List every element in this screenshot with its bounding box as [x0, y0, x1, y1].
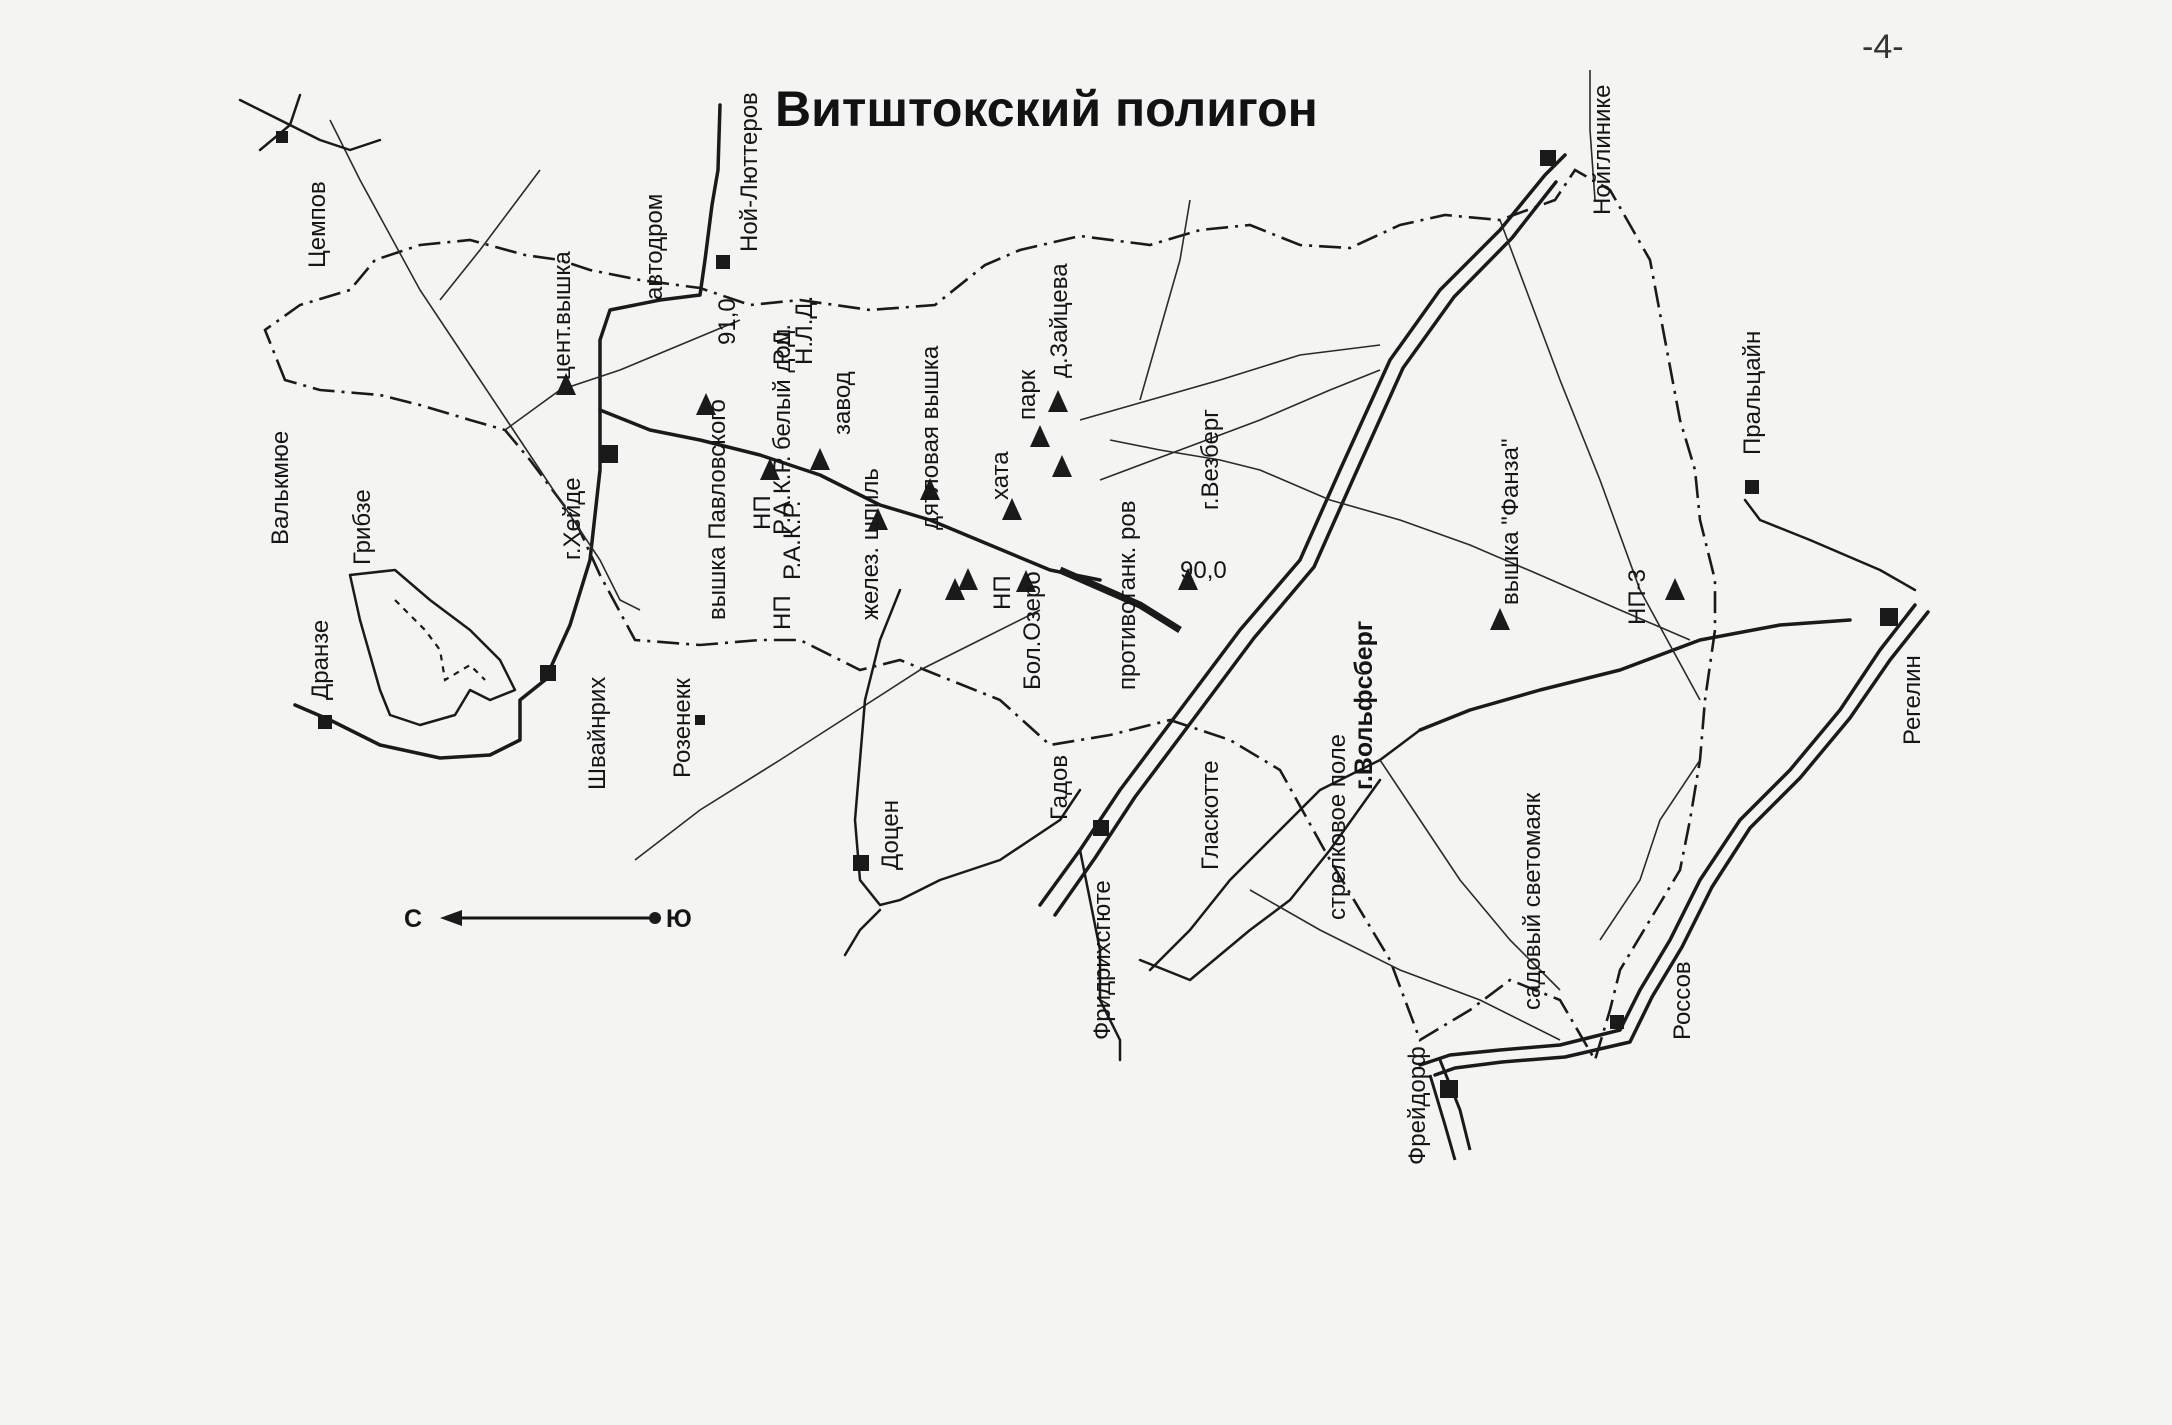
- label-vezberg: г.Везберг: [1197, 409, 1224, 510]
- label-avtodrom: автодром: [641, 194, 668, 300]
- line-sodovy: [1249, 889, 1561, 1041]
- label-d-zaitseva: д.Зайцева: [1046, 263, 1073, 378]
- label-bol-ozero: Бол.Озеро: [1019, 571, 1046, 690]
- lake-path: [394, 599, 486, 682]
- road-glaskotte: [1148, 728, 1422, 972]
- label-pavlovsky-tower: вышка Павловского: [704, 399, 731, 620]
- label-protivotank: противотанк. ров: [1114, 501, 1141, 690]
- line-cross-1: [439, 169, 541, 301]
- line-rossov: [1599, 759, 1701, 941]
- road-frederdorf-2: [1428, 1074, 1457, 1161]
- compass-arrow: С Ю: [404, 905, 692, 933]
- tank-ditch: [1058, 566, 1182, 633]
- line-east-1: [1099, 369, 1381, 481]
- page-number: -4-: [1862, 28, 1904, 66]
- road-regeln-south: [1418, 603, 1917, 1067]
- label-grinze: Грибзе: [349, 489, 376, 565]
- road-fridrikhs: [1078, 848, 1122, 1062]
- label-np-a: НП: [749, 495, 776, 530]
- label-tsempov: Цемпов: [304, 181, 331, 268]
- label-schwainrich: Швайнрих: [584, 677, 611, 790]
- line-vezberg: [1109, 439, 1331, 501]
- label-noiglinnike: Нойглинике: [1589, 85, 1616, 216]
- line-rozenekk: [634, 609, 1041, 861]
- line-north-vertical: [1139, 199, 1191, 401]
- label-pralitsayn: Пральцайн: [1739, 331, 1766, 455]
- label-strelkovoe-pole: стрелковое поле: [1324, 734, 1351, 920]
- road-central: [598, 408, 1102, 582]
- label-gadov: Гадов: [1046, 755, 1073, 820]
- label-fridrikhsgyute: Фридрихсгюте: [1089, 880, 1116, 1040]
- map-title: Витштокский полигон: [775, 81, 1318, 137]
- road-frederdorf: [1438, 1059, 1472, 1151]
- label-park: парк: [1014, 369, 1041, 420]
- line-east-2: [1079, 344, 1381, 421]
- label-belyi-dom: белый дом: [769, 329, 796, 450]
- label-noi-lutterov: Ной-Люттеров: [736, 92, 763, 252]
- road-tsempov-2: [258, 93, 302, 152]
- road-dotsen-2: [843, 908, 882, 957]
- settlement-symbols: [276, 131, 1898, 1098]
- line-np3: [1499, 219, 1701, 701]
- label-rozenekk: Розенекк: [669, 678, 696, 778]
- label-regeln: Регелин: [1899, 655, 1926, 745]
- label-rd-top: Р.Д.: [769, 324, 796, 365]
- label-frederdorf: Фрейдорф: [1404, 1046, 1431, 1165]
- road-tsempov: [238, 98, 382, 152]
- label-nld: Н.Л.Д.: [791, 296, 818, 365]
- compass-north: С: [404, 905, 422, 933]
- road-dotsen: [853, 588, 1082, 907]
- road-pralitsayn: [1743, 498, 1917, 592]
- label-mkhata: хата: [987, 451, 1014, 500]
- lake-shore: [348, 568, 517, 727]
- road-north: [543, 103, 722, 682]
- label-np3: НП-3: [1624, 569, 1651, 625]
- tower-symbols: [556, 373, 1685, 630]
- highway-ne: [1038, 153, 1567, 907]
- label-vallkmyue: Валькмюе: [267, 431, 294, 545]
- label-tsent-vyshka: цент.вышка: [549, 251, 576, 380]
- line-pralitsayn-v: [1589, 70, 1596, 201]
- label-dotsen: Доцен: [877, 800, 904, 870]
- highway-ne-2: [1053, 180, 1558, 917]
- label-g-volfsberg: г.Вольфсберг: [1350, 621, 1378, 790]
- road-glass-south: [1138, 778, 1382, 982]
- road-west: [293, 678, 547, 760]
- label-heide: г.Хейде: [559, 477, 586, 560]
- label-rossov: Россов: [1669, 961, 1696, 1040]
- label-zavod: завод: [829, 371, 856, 435]
- road-regeln: [1418, 618, 1852, 732]
- label-rak-b: Р.А.К.Р.: [769, 455, 796, 535]
- line-vyshka-fanza: [1329, 499, 1691, 641]
- label-glaskotte: Гласкотте: [1197, 760, 1224, 870]
- label-dranze: Дранзе: [307, 620, 334, 700]
- label-zhel-shpil: желез. шпиль: [857, 468, 884, 620]
- label-vyshka-fanza: вышка "Фанза": [1497, 438, 1524, 605]
- label-np-c: НП: [989, 575, 1016, 610]
- line-strelk: [1379, 759, 1561, 991]
- label-np-b: НП: [769, 595, 796, 630]
- road-regeln-south-2: [1433, 610, 1930, 1077]
- label-sodovy-svetomayak: садовый светомаяк: [1519, 792, 1546, 1010]
- label-rak-a: Р.А.К.Р.: [779, 500, 806, 580]
- compass-south: Ю: [666, 905, 692, 933]
- line-tsempov: [329, 119, 641, 611]
- label-dyatlovaya-vyshka: дятловая вышка: [917, 345, 944, 530]
- line-cross-2: [504, 319, 741, 431]
- label-h91: 91,0: [714, 298, 741, 345]
- label-h90: 90,0: [1180, 557, 1227, 584]
